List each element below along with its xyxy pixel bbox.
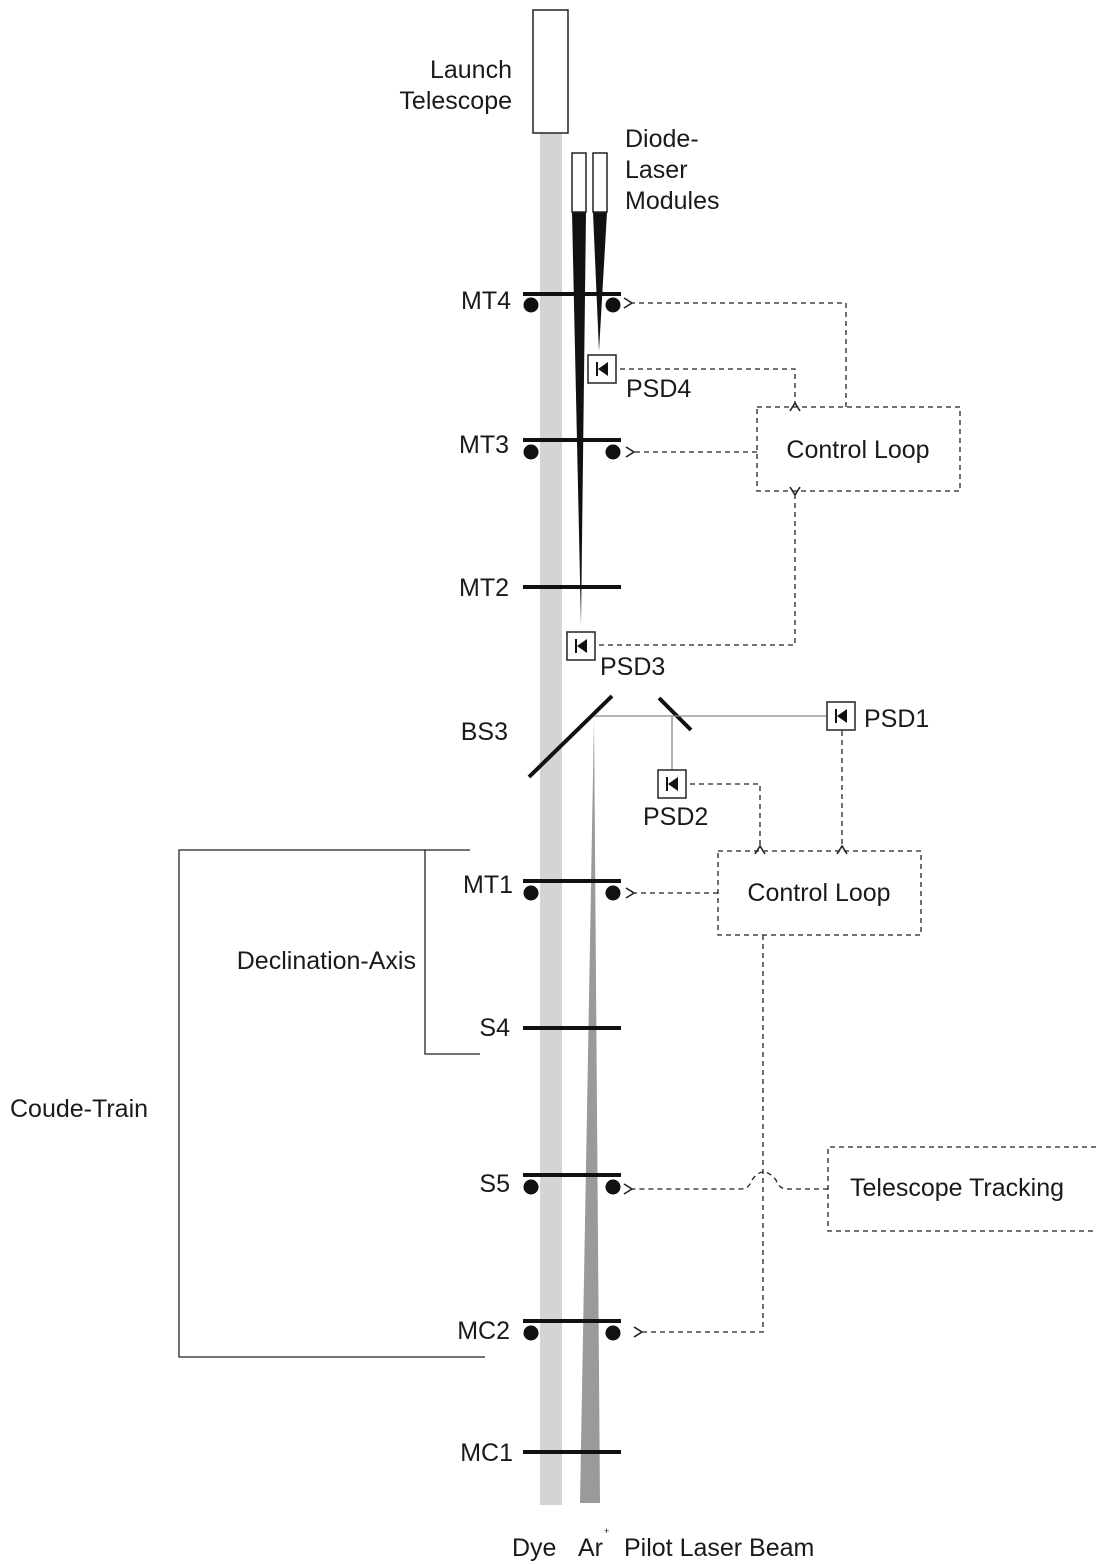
label-coude-train: Coude-Train — [10, 1095, 148, 1123]
label-beam-ar: Ar — [578, 1534, 603, 1562]
photodiode-icon — [826, 701, 856, 731]
actuator-icon — [605, 1325, 621, 1341]
beamsplitter-bs3 — [527, 694, 614, 779]
ar-beam — [580, 718, 600, 1503]
label-psd4: PSD4 — [626, 375, 691, 403]
label-mc1: MC1 — [460, 1439, 513, 1467]
label-psd3: PSD3 — [600, 653, 665, 681]
control-loop-upper-box — [756, 406, 961, 492]
label-launch: Launch — [430, 56, 512, 84]
actuator-icon — [605, 885, 621, 901]
label-declination-axis: Declination-Axis — [237, 947, 416, 975]
actuator-icon — [605, 297, 621, 313]
photodiode-icon — [587, 354, 617, 384]
signal-tracking-to-s5 — [623, 1171, 828, 1195]
actuator-icon — [523, 1179, 539, 1195]
actuator-icon — [523, 297, 539, 313]
actuator-icon — [523, 444, 539, 460]
coude-train-bracket — [178, 849, 485, 1358]
label-diode: Diode- — [625, 125, 699, 153]
label-bs3: BS3 — [461, 718, 508, 746]
label-control-loop-lower: Control Loop — [747, 879, 890, 907]
label-laser: Laser — [625, 156, 688, 184]
label-s4: S4 — [479, 1014, 510, 1042]
diode-beam-1 — [572, 212, 586, 625]
label-beam-pilot: Pilot Laser Beam — [624, 1534, 814, 1562]
label-s5: S5 — [479, 1170, 510, 1198]
actuator-icon — [523, 1325, 539, 1341]
declination-axis-bracket — [424, 850, 480, 1055]
signal-psd4-to-loop — [620, 368, 801, 412]
signal-loop-to-mc2 — [633, 935, 764, 1338]
pickoff-mirror — [657, 696, 693, 732]
actuator-icon — [523, 885, 539, 901]
diode-laser-module-2 — [592, 152, 608, 213]
signal-psd3-to-loop — [599, 486, 801, 646]
label-control-loop-upper: Control Loop — [786, 436, 929, 464]
label-mt4: MT4 — [461, 287, 511, 315]
label-telescope-tracking: Telescope Tracking — [850, 1174, 1064, 1202]
launch-telescope — [532, 9, 569, 134]
label-modules: Modules — [625, 187, 720, 215]
label-mc2: MC2 — [457, 1317, 510, 1345]
actuator-icon — [605, 444, 621, 460]
label-mt3: MT3 — [459, 431, 509, 459]
label-beam-dye: Dye — [512, 1534, 556, 1562]
label-mt1: MT1 — [463, 871, 513, 899]
photodiode-icon — [566, 631, 596, 661]
photodiode-icon — [657, 769, 687, 799]
signal-loop-to-mt4 — [623, 297, 847, 407]
label-psd1: PSD1 — [864, 705, 929, 733]
diode-laser-module-1 — [571, 152, 587, 213]
actuator-icon — [605, 1179, 621, 1195]
dye-beam — [540, 133, 562, 1505]
label-telescope: Telescope — [399, 87, 512, 115]
label-beam-ar-superscript: + — [604, 1526, 609, 1536]
label-psd2: PSD2 — [643, 803, 708, 831]
diode-beam-2 — [593, 212, 607, 351]
signal-psd2-to-loop — [690, 783, 766, 855]
label-mt2: MT2 — [459, 574, 509, 602]
